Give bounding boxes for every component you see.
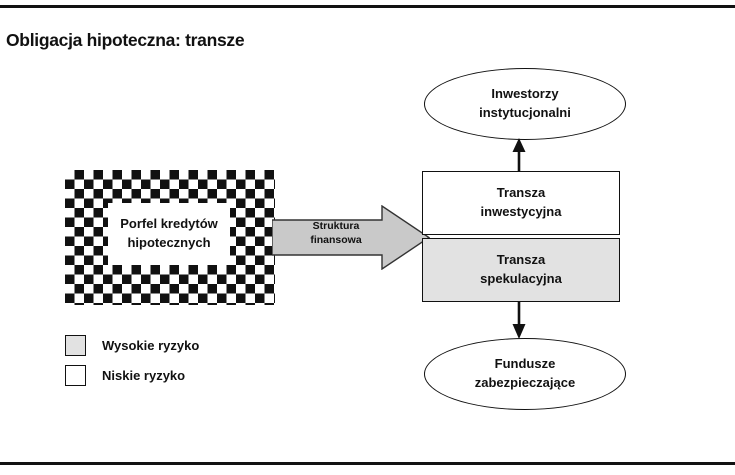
flow-arrow-label: Struktura finansowa bbox=[288, 219, 384, 247]
bottom-divider-rule bbox=[0, 462, 735, 465]
portfolio-label-line1: Porfel kredytów bbox=[120, 216, 218, 232]
node-investors-ellipse: Inwestorzy instytucjonalni bbox=[424, 68, 626, 140]
tranche-speculative-line1: Transza bbox=[496, 252, 546, 268]
legend-swatch-low-risk bbox=[65, 364, 86, 386]
node-investors-line2: instytucjonalni bbox=[479, 105, 571, 120]
tranche-investment-box: Transza inwestycyjna bbox=[422, 171, 620, 235]
node-funds-line2: zabezpieczające bbox=[474, 375, 576, 390]
flow-arrow-label-line2: finansowa bbox=[310, 234, 362, 247]
legend-item-low-risk: Niskie ryzyko bbox=[65, 360, 199, 390]
arrow-up-icon bbox=[512, 138, 526, 172]
node-funds-line1: Fundusze bbox=[494, 356, 556, 372]
flow-arrow-struktura-finansowa: Struktura finansowa bbox=[272, 205, 430, 270]
legend-label-low-risk: Niskie ryzyko bbox=[102, 367, 186, 383]
legend-swatch-high-risk bbox=[65, 334, 86, 356]
node-investors-line1: Inwestorzy bbox=[491, 86, 559, 102]
node-funds-ellipse: Fundusze zabezpieczające bbox=[424, 338, 626, 410]
page-title: Obligacja hipoteczna: transze bbox=[6, 30, 245, 50]
portfolio-checkerboard-box: Porfel kredytów hipotecznych bbox=[65, 170, 275, 305]
arrow-down-icon bbox=[512, 301, 526, 339]
tranche-speculative-box: Transza spekulacyjna bbox=[422, 238, 620, 302]
portfolio-label-line2: hipotecznych bbox=[127, 235, 211, 250]
legend: Wysokie ryzyko Niskie ryzyko bbox=[65, 330, 199, 390]
tranche-investment-line1: Transza bbox=[496, 185, 546, 201]
portfolio-label: Porfel kredytów hipotecznych bbox=[108, 203, 230, 265]
connector-arrow-up bbox=[505, 138, 533, 172]
top-divider-rule bbox=[0, 5, 735, 8]
legend-item-high-risk: Wysokie ryzyko bbox=[65, 330, 199, 360]
tranche-speculative-line2: spekulacyjna bbox=[480, 271, 562, 286]
flow-arrow-shape bbox=[272, 205, 430, 270]
legend-label-high-risk: Wysokie ryzyko bbox=[102, 337, 200, 353]
flow-arrow-label-line1: Struktura bbox=[312, 220, 360, 232]
connector-arrow-down bbox=[505, 301, 533, 339]
tranche-investment-line2: inwestycyjna bbox=[480, 204, 562, 219]
